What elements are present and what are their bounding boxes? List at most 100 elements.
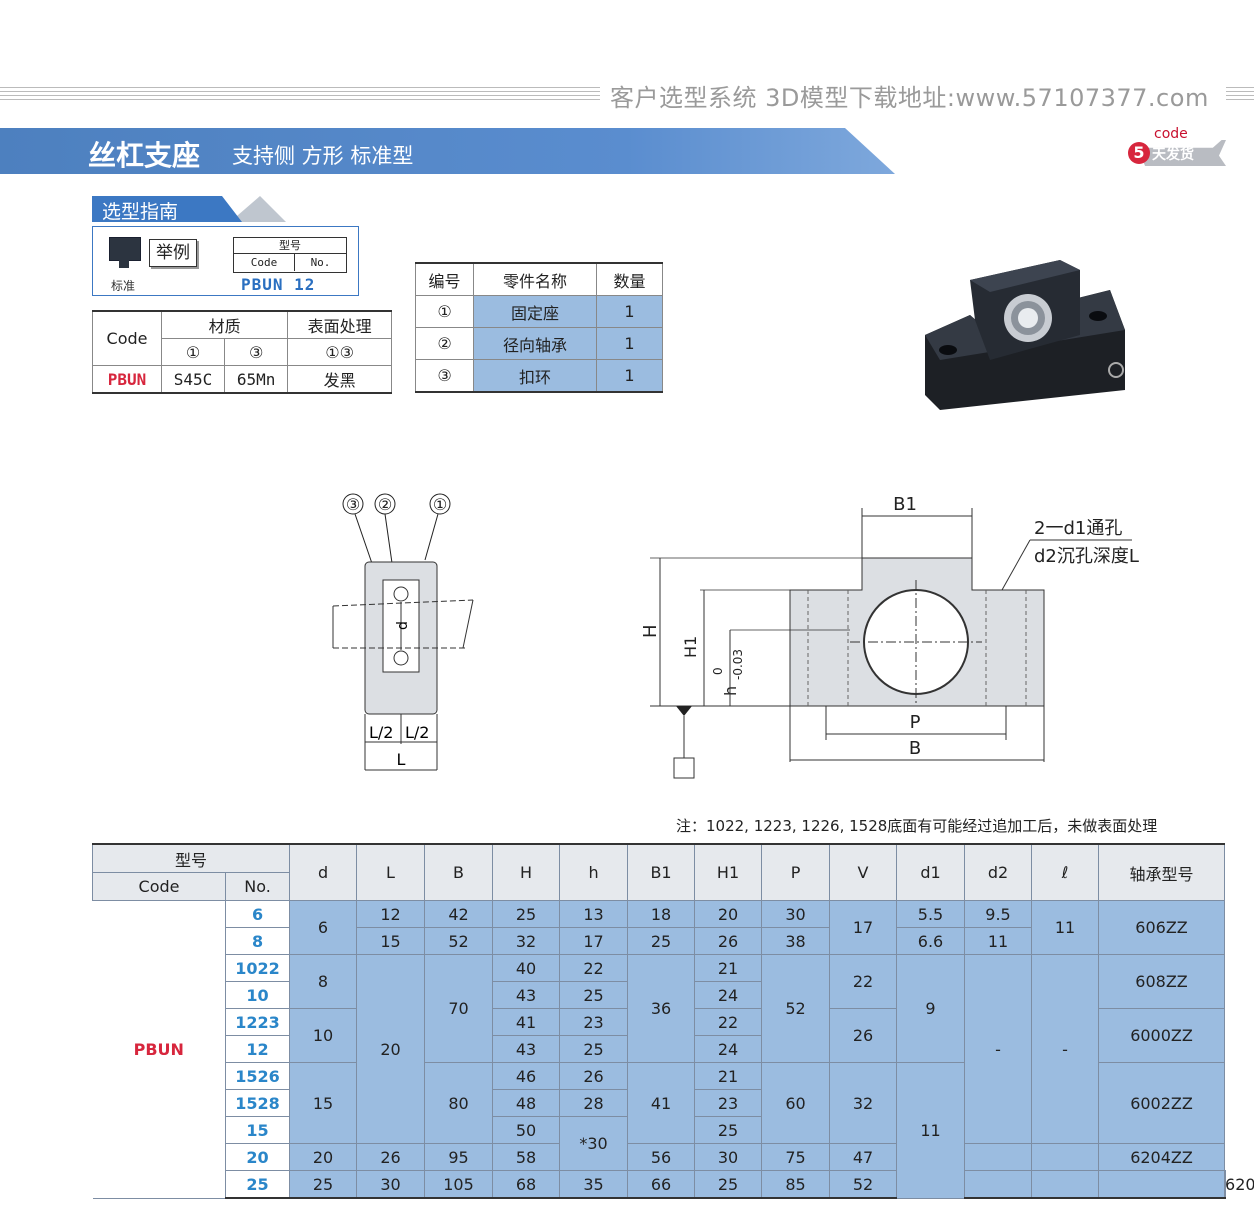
label-L: L [397, 750, 406, 769]
l-cell [1031, 1143, 1100, 1171]
V-cell: 52 [829, 1170, 898, 1199]
no-cell: 1223 [224, 1008, 291, 1036]
parts-name: 固定座 [473, 295, 597, 328]
product-photo [925, 260, 1125, 410]
l-cell: - [1031, 954, 1100, 1144]
label-tol-bot: -0.03 [731, 649, 745, 680]
parts-qty: 1 [596, 359, 663, 393]
badge-code: code [1154, 126, 1188, 142]
label-hole1: 2一d1通孔 [1034, 518, 1122, 539]
label-H1: H1 [681, 636, 700, 658]
H1-cell: 30 [694, 1143, 763, 1171]
bearing-cell: 6205ZZ [1224, 1170, 1254, 1199]
mat-surface-header: 表面处理 [287, 310, 392, 339]
mat-code-header: Code [92, 310, 162, 366]
parts-no: ② [415, 327, 474, 360]
h-P: P [761, 843, 831, 901]
bearing-cell: 608ZZ [1098, 954, 1226, 1009]
bearing-cell: 6000ZZ [1098, 1008, 1226, 1063]
no-label: No. [310, 256, 331, 269]
H-cell: 50 [492, 1116, 561, 1144]
mat-material-header: 材质 [160, 310, 289, 339]
H1-cell: 21 [694, 1062, 763, 1090]
P-cell: 60 [761, 1062, 831, 1144]
d-cell: 25 [289, 1170, 358, 1199]
d-cell: 10 [289, 1008, 358, 1063]
no-cell: 1526 [224, 1062, 291, 1090]
no-cell: 20 [224, 1143, 291, 1171]
H-cell: 46 [492, 1062, 561, 1090]
parts-table: 编号 零件名称 数量 ① 固定座 1 ② 径向轴承 1 ③ 扣环 1 [415, 262, 663, 393]
V-cell: 32 [829, 1062, 898, 1144]
h-d: d [289, 843, 358, 901]
d2-cell: - [964, 954, 1033, 1144]
P-cell: 85 [761, 1170, 831, 1199]
guide-tab-label: 选型指南 [102, 201, 179, 223]
parts-no: ① [415, 295, 474, 328]
label-hole2: d2沉孔深度L [1034, 546, 1139, 567]
V-cell: 26 [829, 1008, 898, 1063]
guide-tab: 选型指南 [92, 196, 242, 222]
callout-2: ② [378, 495, 392, 514]
H1-cell: 25 [694, 1116, 763, 1144]
mat-code: PBUN [92, 365, 162, 394]
top-banner: 客户选型系统 3D模型下载地址:www.57107377.com [0, 78, 1254, 112]
h-cell: 25 [559, 1035, 629, 1063]
h-cell: 22 [559, 954, 629, 982]
P-cell: 30 [761, 900, 831, 928]
H-cell: 41 [492, 1008, 561, 1036]
d1-cell [964, 1170, 1033, 1199]
parts-h-no: 编号 [415, 262, 474, 296]
H-cell: 25 [492, 900, 561, 928]
mat-sub-3: ③ [224, 338, 289, 366]
no-cell: 8 [224, 927, 291, 955]
d1-cell: 5.5 [896, 900, 966, 928]
code-label: Code [234, 254, 295, 271]
label-H: H [640, 624, 661, 638]
no-cell: 10 [224, 981, 291, 1009]
L-cell: 20 [356, 954, 426, 1144]
P-cell: 75 [761, 1143, 831, 1171]
spec-table: 型号 d L B H h B1 H1 P V d1 d2 ℓ 轴承型号 Code… [91, 843, 1254, 1199]
mat-m2: 65Mn [224, 365, 289, 394]
no-cell: 6 [224, 900, 291, 928]
H-cell: 43 [492, 981, 561, 1009]
h-h: h [559, 843, 629, 901]
P-cell: 38 [761, 927, 831, 955]
V-cell: 22 [829, 954, 898, 1009]
H-cell: 40 [492, 954, 561, 982]
d-cell: 8 [289, 954, 358, 1009]
V-cell: 17 [829, 900, 898, 955]
callout-1: ① [433, 495, 447, 514]
note-text: 注：1022, 1223, 1226, 1528底面有可能经过追加工后，未做表面… [676, 817, 1158, 835]
L-cell: 12 [356, 900, 426, 928]
parts-qty: 1 [596, 295, 663, 328]
d2-cell [964, 1143, 1033, 1171]
h-bearing: 轴承型号 [1098, 843, 1226, 901]
h-code: Code [92, 872, 226, 901]
parts-name: 径向轴承 [473, 327, 597, 360]
bearing-cell: 6204ZZ [1098, 1143, 1226, 1171]
delivery-badge: code 5 天发货 [1128, 126, 1228, 172]
h-l: ℓ [1031, 843, 1100, 901]
mat-m1: S45C [160, 365, 226, 394]
mat-sub-1: ① [160, 338, 226, 366]
h-B: B [424, 843, 494, 901]
example-label: 举例 [149, 239, 197, 267]
d-cell: 20 [289, 1143, 358, 1171]
standard-label: 标准 [111, 279, 136, 293]
B1-cell: 41 [627, 1062, 696, 1144]
parts-no: ③ [415, 359, 474, 393]
d-cell: 6 [289, 900, 358, 955]
B-cell: 80 [424, 1062, 494, 1144]
mat-sub-13: ①③ [287, 338, 392, 366]
d2-cell: 9.5 [964, 900, 1033, 928]
H1-cell: 20 [694, 900, 763, 928]
L-cell: 26 [356, 1143, 426, 1171]
H1-cell: 24 [694, 1035, 763, 1063]
H-cell: 43 [492, 1035, 561, 1063]
code-cell: PBUN [92, 900, 226, 1199]
H1-cell: 23 [694, 1089, 763, 1117]
badge-days: 天发货 [1152, 147, 1194, 163]
h-B1: B1 [627, 843, 696, 901]
